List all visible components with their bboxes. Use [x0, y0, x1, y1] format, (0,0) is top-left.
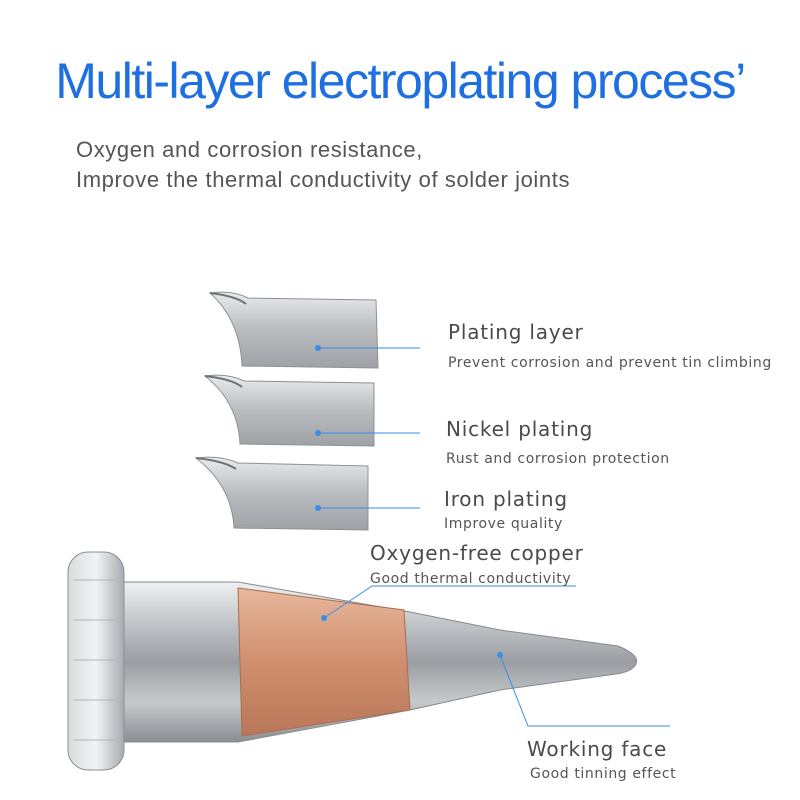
- plating-layer-strip: [208, 291, 379, 369]
- soldering-tip: [67, 551, 638, 771]
- iron-plating-desc: Improve quality: [444, 516, 563, 532]
- working-face-desc: Good tinning effect: [530, 766, 677, 782]
- subtitle-line-1: Oxygen and corrosion resistance,: [76, 137, 423, 162]
- copper-label: Oxygen-free copper: [370, 541, 584, 565]
- leader-dots: [315, 345, 503, 658]
- copper-desc: Good thermal conductivity: [370, 571, 572, 587]
- nickel-plating-strip: [203, 374, 375, 447]
- tip-flange: [67, 551, 125, 771]
- nickel-plating-label: Nickel plating: [446, 417, 594, 441]
- page-title: Multi-layer electroplating process’: [55, 53, 746, 109]
- iron-plating-label: Iron plating: [444, 487, 568, 511]
- plating-layer-label: Plating layer: [448, 320, 584, 344]
- working-face-label: Working face: [527, 737, 668, 761]
- nickel-plating-desc: Rust and corrosion protection: [446, 451, 670, 467]
- leader-lines: [318, 347, 670, 727]
- iron-plating-strip: [194, 456, 369, 531]
- copper-core: [237, 587, 411, 737]
- plating-layer-desc: Prevent corrosion and prevent tin climbi…: [448, 355, 772, 371]
- subtitle-line-2: Improve the thermal conductivity of sold…: [76, 167, 571, 192]
